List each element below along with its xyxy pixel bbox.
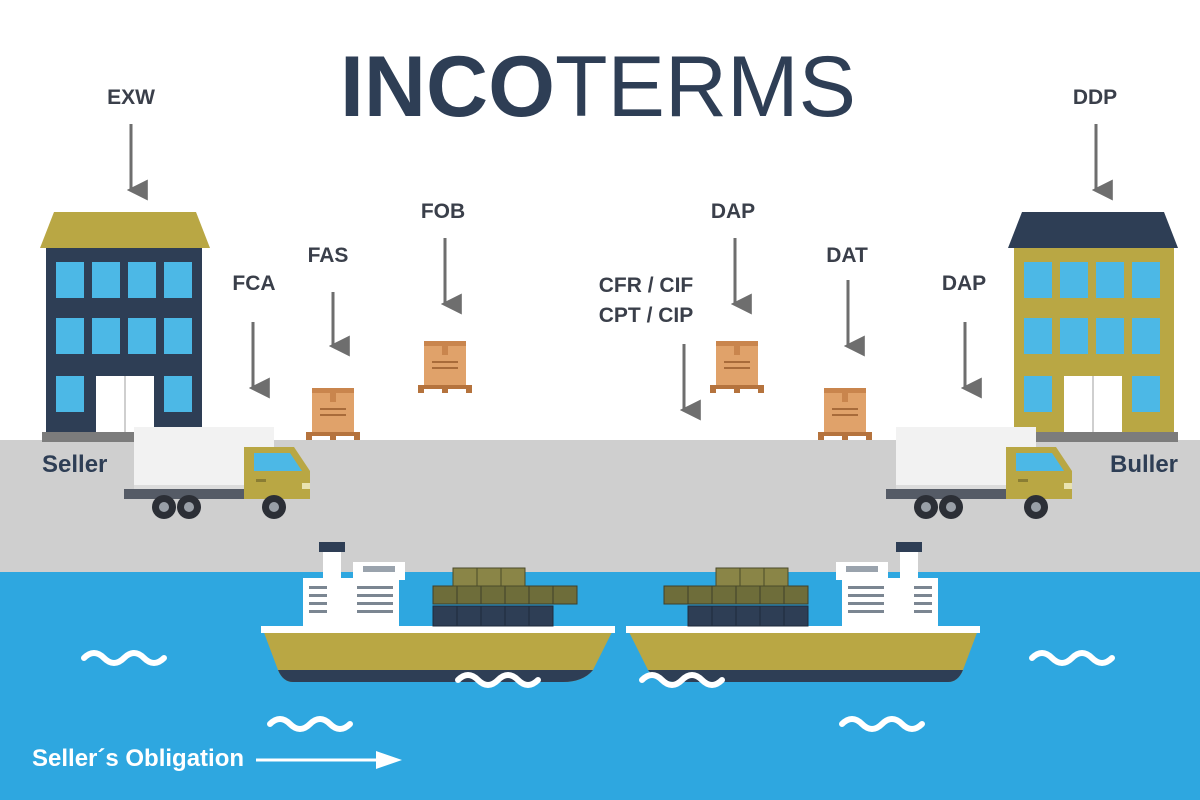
term-fas: FAS	[308, 244, 349, 267]
obligation-label: Seller´s Obligation	[32, 745, 244, 772]
term-dat: DAT	[826, 244, 868, 267]
title-light: TERMS	[555, 39, 856, 135]
crate-dat-icon	[818, 388, 872, 440]
term-ddp: DDP	[1073, 86, 1117, 109]
sea-band	[0, 572, 1200, 800]
title-bold: INCO	[340, 39, 555, 135]
crate-fob-icon	[418, 341, 472, 393]
crate-dap-sea-icon	[710, 341, 764, 393]
page-title: INCOTERMS	[340, 39, 856, 135]
term-dap-sea: DAP	[711, 200, 755, 223]
crate-fas-icon	[306, 388, 360, 440]
term-fob: FOB	[421, 200, 465, 223]
term-fca: FCA	[232, 272, 275, 295]
term-exw: EXW	[107, 86, 155, 109]
term-dap-land: DAP	[942, 272, 986, 295]
buyer-building-icon	[1008, 212, 1178, 442]
seller-building-icon	[40, 212, 210, 442]
obligation-arrow-icon	[256, 751, 402, 769]
term-cfr-cif: CFR / CIF	[599, 274, 694, 297]
term-cpt-cip: CPT / CIP	[599, 304, 694, 327]
seller-label: Seller	[42, 451, 107, 478]
buyer-label: Buller	[1110, 451, 1178, 478]
